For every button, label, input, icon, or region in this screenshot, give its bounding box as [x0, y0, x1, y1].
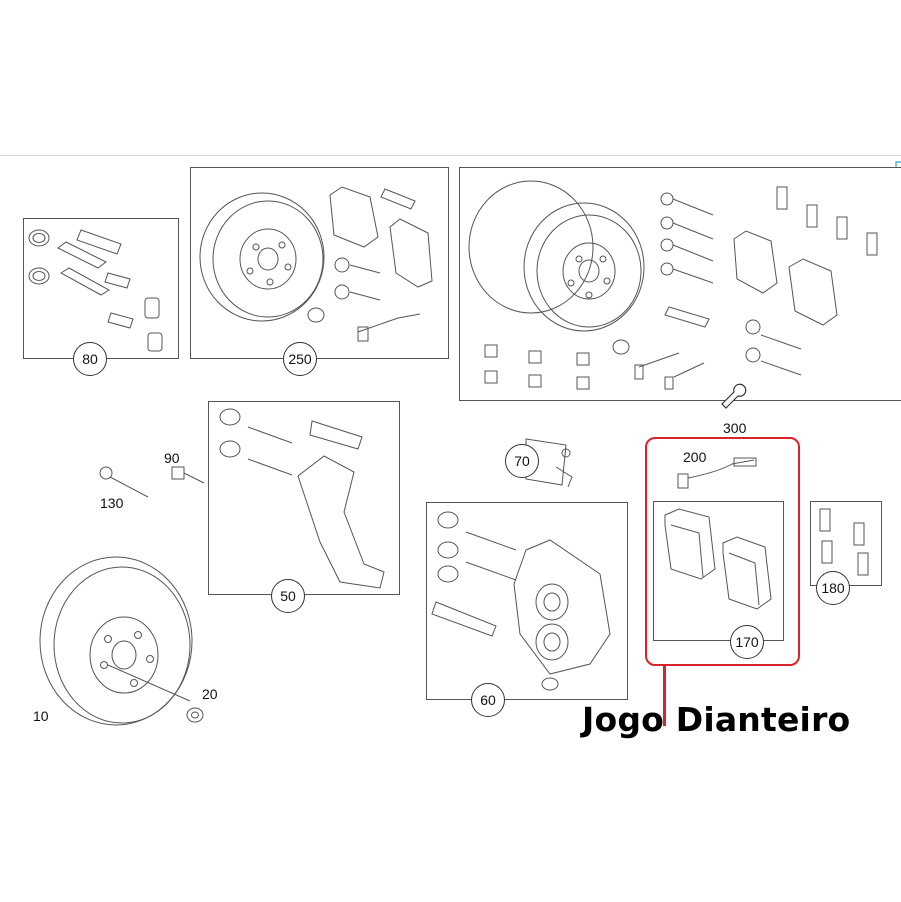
callout-80-label: 80: [82, 351, 98, 367]
label-130: 130: [100, 495, 124, 511]
wear-sensor-200-drawing: [672, 454, 768, 492]
wrench-icon: [720, 384, 750, 414]
kit-60-box: [426, 502, 628, 700]
label-200: 200: [683, 449, 707, 465]
callout-170-label: 170: [735, 634, 759, 650]
kit-80-box: [23, 218, 179, 359]
callout-250-label: 250: [288, 351, 312, 367]
label-20: 20: [202, 686, 218, 702]
bolt-130-drawing: [98, 465, 154, 501]
clips-180-drawing: [810, 501, 880, 584]
callout-70[interactable]: 70: [505, 444, 539, 478]
highlight-pointer: [663, 666, 666, 726]
kit-300-box: [459, 167, 901, 401]
label-90: 90: [164, 450, 180, 466]
kit-80-drawing: [23, 218, 177, 357]
kit-50-drawing: [208, 401, 398, 593]
label-300: 300: [723, 420, 747, 436]
screw-20-drawing: [184, 704, 206, 726]
kit-170-box: [653, 501, 784, 641]
callout-250[interactable]: 250: [283, 342, 317, 376]
callout-180-label: 180: [821, 580, 845, 596]
bolt-90-drawing: [170, 465, 210, 495]
callout-60[interactable]: 60: [471, 683, 505, 717]
callout-170[interactable]: 170: [730, 625, 764, 659]
callout-60-label: 60: [480, 692, 496, 708]
callout-70-label: 70: [514, 453, 530, 469]
brake-pads-170-drawing: [653, 501, 782, 639]
kit-300-drawing: [459, 167, 901, 399]
front-set-highlight: [645, 437, 800, 666]
label-10: 10: [33, 708, 49, 724]
divider-line: [0, 155, 901, 156]
callout-180[interactable]: 180: [816, 571, 850, 605]
kit-50-box: [208, 401, 400, 595]
callout-50[interactable]: 50: [271, 579, 305, 613]
brake-disc-10-drawing: [38, 555, 198, 730]
kit-250-box: [190, 167, 449, 359]
caliper-60-drawing: [426, 502, 626, 698]
kit-250-drawing: [190, 167, 447, 357]
front-set-caption: Jogo Dianteiro: [582, 700, 851, 739]
callout-80[interactable]: 80: [73, 342, 107, 376]
callout-50-label: 50: [280, 588, 296, 604]
